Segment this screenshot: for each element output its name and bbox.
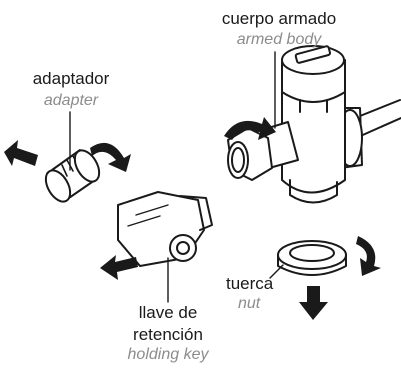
adapter-pull-arrow — [4, 140, 38, 166]
holding-key-drawing — [117, 191, 213, 267]
leader-lines — [69, 51, 284, 303]
holding-key-label-line2: retención — [133, 325, 203, 344]
adapter-drawing — [44, 149, 101, 203]
armed-body-drawing — [227, 45, 401, 204]
holding-key-label-en: holding key — [127, 346, 209, 363]
adapter-label: adaptador — [32, 69, 110, 88]
nut-label-en: nut — [238, 295, 261, 312]
adapter-rotate-arrow — [90, 142, 131, 172]
adapter-label-en: adapter — [43, 92, 99, 109]
nut-label: tuerca — [226, 274, 274, 293]
holding-key-pull-arrow — [100, 255, 138, 280]
holding-key-label-line1: llave de — [138, 303, 198, 322]
armed-body-label: cuerpo armado — [221, 9, 337, 28]
nut-leader — [269, 264, 284, 279]
armed-body-label-en: armed body — [236, 31, 322, 48]
nut-down-arrow — [299, 286, 328, 320]
nut-drawing — [277, 240, 347, 276]
nut-rotate-arrow — [356, 236, 381, 276]
armed-body-rotate-arrow — [224, 117, 276, 140]
